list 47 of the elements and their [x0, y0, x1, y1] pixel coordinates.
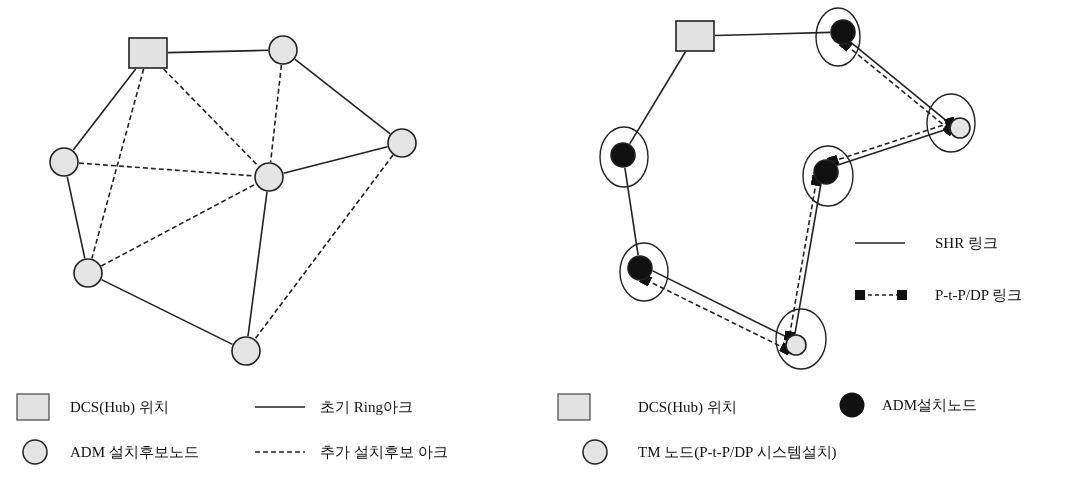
node-circle — [231, 336, 261, 366]
connector-line — [624, 167, 639, 256]
node-circle — [785, 334, 807, 356]
dashed-connector — [254, 154, 394, 340]
dashed-connector — [91, 68, 145, 260]
connector-line — [167, 49, 269, 54]
connector-line — [66, 175, 86, 260]
legend-label: DCS(Hub) 위치 — [638, 397, 737, 417]
connector-line — [794, 183, 822, 335]
dashed-connector — [269, 64, 283, 163]
legend-label: DCS(Hub) 위치 — [70, 397, 169, 417]
hub-square — [675, 20, 715, 52]
node-circle — [254, 162, 284, 192]
legend-label: ADM설치노드 — [882, 395, 977, 415]
node-ellipse — [815, 7, 861, 67]
connector-line — [714, 31, 831, 37]
dashed-connector — [783, 174, 823, 342]
node-ellipse — [619, 242, 669, 302]
legend-label: P-t-P/DP 링크 — [935, 285, 1023, 305]
connector-line — [294, 58, 391, 135]
legend-label: SHR 링크 — [935, 233, 998, 253]
legend-label: 초기 Ring아크 — [320, 397, 413, 417]
dashed-connector — [100, 183, 257, 267]
node-ellipse — [802, 145, 854, 207]
node-circle — [387, 128, 417, 158]
dashed-connector — [826, 116, 957, 168]
legend-label: 추가 설치후보 아크 — [320, 442, 448, 462]
node-ellipse — [599, 126, 649, 188]
filled-node-circle — [627, 255, 653, 281]
connector-line — [282, 145, 389, 175]
node-circle — [73, 258, 103, 288]
hub-square — [128, 37, 168, 69]
node-circle — [49, 147, 79, 177]
dashed-connector — [78, 162, 255, 177]
node-circle — [949, 117, 971, 139]
filled-node-circle — [610, 142, 636, 168]
connector-line — [628, 51, 687, 145]
filled-node-circle — [830, 19, 856, 45]
node-circle — [268, 35, 298, 65]
node-ellipse — [775, 308, 827, 370]
legend-label: TM 노드(P-t-P/DP 시스템설치) — [638, 442, 837, 462]
connector-line — [72, 68, 137, 151]
connector-line — [247, 191, 268, 337]
node-ellipse — [926, 93, 976, 153]
filled-node-circle — [813, 159, 839, 185]
legend-label: ADM 설치후보노드 — [70, 442, 199, 462]
connector-line — [100, 278, 234, 346]
